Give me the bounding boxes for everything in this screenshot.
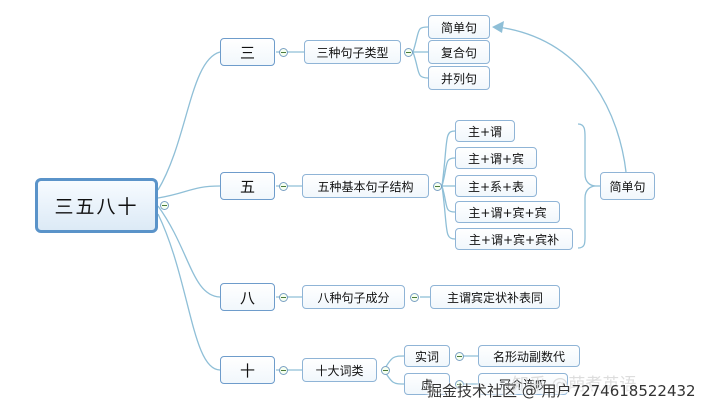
category-sentence-types-label: 三种句子类型 [316, 45, 389, 60]
word-class-detail-label: 冠介连叹 [498, 377, 547, 392]
word-class-group[interactable]: 虚 [404, 373, 450, 395]
branch-san-collapse-toggle[interactable] [279, 48, 288, 57]
summary-simple-sentence-label: 简单句 [609, 179, 646, 194]
category-sentence-components[interactable]: 八种句子成分 [302, 285, 405, 309]
branch-shi-collapse-toggle[interactable] [279, 366, 288, 375]
category-sentence-components-label: 八种句子成分 [317, 290, 390, 305]
zhihu-watermark: 知乎 @萌煮英语 [512, 375, 637, 395]
category-sentence-types-toggle[interactable] [404, 48, 413, 57]
root-label: 三五八十 [54, 196, 139, 218]
word-class-group-toggle[interactable] [455, 380, 464, 389]
category-sentence-types[interactable]: 三种句子类型 [304, 40, 401, 64]
structure-item[interactable]: 主+系+表 [455, 175, 537, 197]
item-simple-sentence-label: 简单句 [440, 20, 477, 35]
branch-san-label: 三 [239, 43, 255, 62]
structure-item-label: 主+谓+宾 [467, 151, 525, 166]
branch-shi-node[interactable]: 十 [220, 356, 275, 384]
structure-item-label: 主+谓 [467, 124, 503, 139]
structure-item-label: 主+谓+宾+宾补 [468, 232, 560, 247]
structure-item[interactable]: 主+谓+宾 [455, 147, 537, 169]
structure-item-label: 主+谓+宾+宾 [468, 205, 547, 220]
word-class-group-toggle[interactable] [455, 352, 464, 361]
branch-ba-collapse-toggle[interactable] [279, 293, 288, 302]
word-class-group-label: 虚 [420, 377, 433, 392]
root-node[interactable]: 三五八十 [35, 178, 158, 233]
category-basic-structures[interactable]: 五种基本句子结构 [302, 174, 429, 198]
category-basic-structures-label: 五种基本句子结构 [317, 179, 414, 194]
structure-item[interactable]: 主+谓+宾+宾补 [455, 228, 573, 250]
item-complex-sentence-label: 复合句 [440, 45, 477, 60]
branch-wu-label: 五 [239, 177, 255, 196]
summary-simple-sentence[interactable]: 简单句 [600, 172, 655, 200]
components-item-label: 主谓宾定状补表同 [446, 290, 543, 305]
juejin-watermark: 掘金技术社区 @ 用户7274618522432 [427, 382, 696, 400]
word-class-group[interactable]: 实词 [404, 345, 450, 367]
structure-item[interactable]: 主+谓 [455, 120, 515, 142]
branch-wu-collapse-toggle[interactable] [279, 182, 288, 191]
branch-wu-node[interactable]: 五 [220, 172, 275, 200]
item-compound-sentence-label: 并列句 [440, 71, 477, 86]
item-complex-sentence[interactable]: 复合句 [428, 40, 490, 64]
word-class-detail[interactable]: 冠介连叹 [478, 373, 568, 395]
components-item[interactable]: 主谓宾定状补表同 [430, 285, 560, 309]
word-class-detail-label: 名形动副数代 [492, 349, 565, 364]
category-word-classes-label: 十大词类 [315, 363, 364, 378]
branch-ba-label: 八 [239, 288, 255, 307]
word-class-detail[interactable]: 名形动副数代 [478, 345, 580, 367]
branch-san-node[interactable]: 三 [220, 38, 275, 66]
category-basic-structures-toggle[interactable] [433, 182, 442, 191]
branch-shi-label: 十 [239, 361, 255, 380]
word-class-group-label: 实词 [414, 349, 439, 364]
structure-item[interactable]: 主+谓+宾+宾 [455, 201, 560, 223]
root-collapse-toggle[interactable] [160, 201, 169, 210]
branch-ba-node[interactable]: 八 [220, 283, 275, 311]
category-word-classes-toggle[interactable] [381, 366, 390, 375]
item-compound-sentence[interactable]: 并列句 [428, 66, 490, 90]
item-simple-sentence[interactable]: 简单句 [428, 15, 490, 39]
category-sentence-components-toggle[interactable] [410, 293, 419, 302]
category-word-classes[interactable]: 十大词类 [302, 358, 377, 382]
structure-item-label: 主+系+表 [467, 179, 525, 194]
